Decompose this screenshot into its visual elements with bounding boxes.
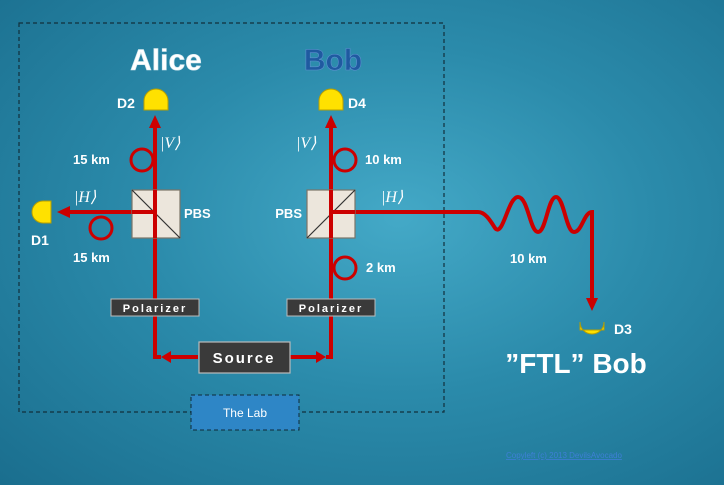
- state-h-right: |H⟩: [381, 189, 404, 206]
- pbs-right-label: PBS: [275, 206, 302, 221]
- detector-d2: [143, 88, 169, 111]
- beam-arrowhead-d2: [149, 115, 161, 128]
- alice-title: Alice: [130, 44, 202, 77]
- state-v-left: |V⟩: [160, 135, 181, 152]
- beam-arrowhead-right: [316, 351, 326, 363]
- distance-alice-h: 15 km: [73, 250, 110, 265]
- distance-alice-v: 15 km: [73, 152, 110, 167]
- detector-d1-label: D1: [31, 232, 49, 248]
- state-h-left: |H⟩: [74, 189, 97, 206]
- detector-d4: [318, 88, 344, 111]
- beam-arrowhead-d1: [57, 206, 70, 218]
- fiber-loop-alice-h: [88, 215, 114, 241]
- distance-bob-v: 10 km: [365, 152, 402, 167]
- beam-ftl-path: [331, 194, 594, 300]
- detector-d4-label: D4: [348, 95, 366, 111]
- polarizer-right-label: Polarizer: [299, 303, 363, 315]
- beam-arrowhead-d3: [586, 298, 598, 311]
- fiber-loop-alice-v: [129, 147, 155, 173]
- state-v-right: |V⟩: [296, 135, 317, 152]
- polarizer-left: [110, 298, 200, 317]
- detector-d1: [31, 200, 52, 224]
- detector-d3-label: D3: [614, 321, 632, 337]
- beam-arrowhead-left: [161, 351, 171, 363]
- source-label: Source: [213, 350, 276, 367]
- copyright-text: Copyleft (c) 2013 DevilsAvocado: [506, 451, 622, 460]
- polarizer-left-label: Polarizer: [123, 303, 187, 315]
- detector-d3: [579, 321, 605, 335]
- distance-bob-lower: 2 km: [366, 260, 396, 275]
- lab-badge-label: The Lab: [223, 406, 267, 420]
- fiber-loop-bob-lower: [332, 255, 358, 281]
- pbs-left-label: PBS: [184, 206, 211, 221]
- detector-d2-label: D2: [117, 95, 135, 111]
- lab-boundary: [18, 22, 445, 413]
- source-box: [198, 341, 291, 374]
- fiber-loop-bob-v: [332, 147, 358, 173]
- lab-badge: [190, 394, 300, 431]
- distance-ftl: 10 km: [510, 251, 547, 266]
- bob-title: Bob: [304, 44, 362, 77]
- beam-arrowhead-d4: [325, 115, 337, 128]
- polarizer-right: [286, 298, 376, 317]
- ftl-bob-title: ”FTL” Bob: [505, 348, 647, 379]
